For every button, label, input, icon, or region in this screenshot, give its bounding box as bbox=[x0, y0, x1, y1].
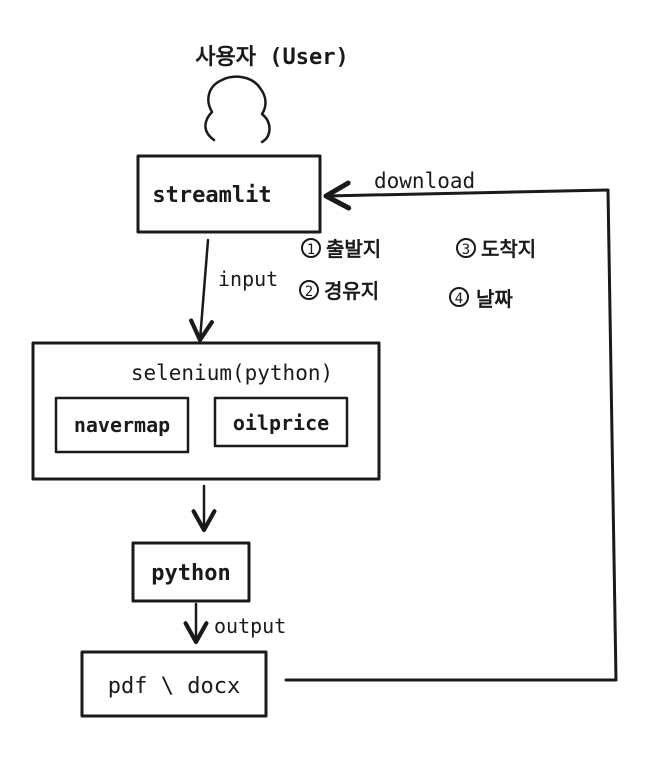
input-arrow: input bbox=[189, 238, 278, 343]
output-label: output bbox=[214, 614, 286, 638]
python-box: python bbox=[131, 541, 251, 603]
option-3-num: 3 bbox=[462, 242, 470, 258]
output-file-label: pdf \ docx bbox=[108, 674, 240, 699]
oilprice-box: oilprice bbox=[213, 396, 349, 448]
user-label: 사용자 (User) bbox=[195, 45, 348, 70]
person-head-icon bbox=[204, 75, 271, 144]
oilprice-label: oilprice bbox=[233, 411, 329, 435]
streamlit-label: streamlit bbox=[152, 183, 271, 208]
option-1-label: 출발지 bbox=[326, 237, 381, 261]
download-label: download bbox=[374, 169, 475, 193]
input-label: input bbox=[218, 267, 278, 291]
option-2-num: 2 bbox=[305, 284, 313, 300]
option-1: 1 출발지 bbox=[301, 237, 381, 261]
option-4: 4 날짜 bbox=[449, 287, 513, 311]
option-3: 3 도착지 bbox=[456, 237, 536, 261]
input-options: 1 출발지 2 경유지 3 도착지 4 날짜 bbox=[299, 237, 536, 311]
output-arrow: output bbox=[183, 602, 286, 645]
option-4-num: 4 bbox=[455, 291, 463, 307]
output-file-box: pdf \ docx bbox=[80, 650, 268, 718]
selenium-label: selenium(python) bbox=[131, 361, 333, 385]
python-label: python bbox=[151, 561, 230, 586]
option-4-label: 날짜 bbox=[476, 287, 513, 311]
option-2-label: 경유지 bbox=[324, 279, 379, 303]
option-1-num: 1 bbox=[307, 242, 315, 258]
option-2: 2 경유지 bbox=[299, 279, 379, 303]
selenium-box: selenium(python) navermap oilprice bbox=[31, 341, 381, 481]
streamlit-box: streamlit bbox=[136, 154, 322, 234]
download-arrow: download bbox=[284, 169, 618, 682]
navermap-box: navermap bbox=[54, 396, 190, 454]
option-3-label: 도착지 bbox=[481, 237, 536, 261]
navermap-label: navermap bbox=[74, 413, 170, 437]
